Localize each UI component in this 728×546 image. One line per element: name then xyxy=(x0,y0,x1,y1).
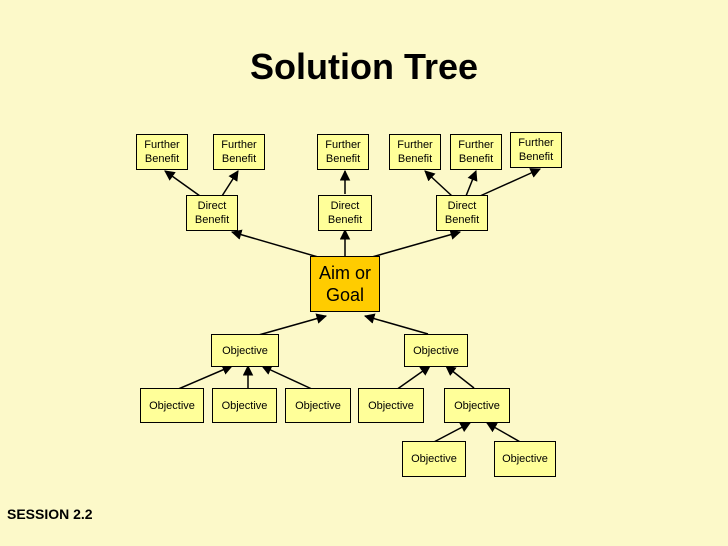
further-benefit-box: Further Benefit xyxy=(136,134,188,170)
further-benefit-box: Further Benefit xyxy=(213,134,265,170)
further-benefit-box: Further Benefit xyxy=(510,132,562,168)
direct-benefit-box: Direct Benefit xyxy=(186,195,238,231)
further-benefit-box: Further Benefit xyxy=(389,134,441,170)
objective-box: Objective xyxy=(402,441,466,477)
arrow-direct-3-to-further-5 xyxy=(465,170,478,197)
arrow-direct-1-to-further-1 xyxy=(164,170,201,197)
arrow-sub-7-to-sub-5 xyxy=(486,422,523,444)
arrow-goal-to-direct-1 xyxy=(230,229,319,258)
arrow-sub-6-to-sub-5 xyxy=(431,422,471,444)
arrow-sub-5-to-objective-right xyxy=(445,365,475,389)
arrow-sub-1-to-objective-left xyxy=(175,364,233,391)
objective-box: Objective xyxy=(358,388,424,423)
arrow-objective-right-to-goal xyxy=(363,313,429,335)
arrow-direct-3-to-further-4 xyxy=(424,170,453,197)
objective-box: Objective xyxy=(211,334,279,367)
arrow-sub-3-to-objective-left xyxy=(261,365,315,391)
objective-box: Objective xyxy=(404,334,468,367)
objective-box: Objective xyxy=(212,388,277,423)
further-benefit-box: Further Benefit xyxy=(450,134,502,170)
arrow-sub-4-to-objective-right xyxy=(395,365,431,391)
objective-box: Objective xyxy=(285,388,351,423)
aim-or-goal-box: Aim or Goal xyxy=(310,256,380,312)
objective-box: Objective xyxy=(444,388,510,423)
arrow-direct-1-to-further-2 xyxy=(221,170,239,197)
direct-benefit-box: Direct Benefit xyxy=(436,195,488,231)
session-label: SESSION 2.2 xyxy=(7,506,93,522)
page-title: Solution Tree xyxy=(249,46,479,87)
further-benefit-box: Further Benefit xyxy=(317,134,369,170)
arrow-goal-to-direct-3 xyxy=(371,229,462,258)
arrow-direct-3-to-further-6 xyxy=(479,168,541,197)
direct-benefit-box: Direct Benefit xyxy=(318,195,372,231)
objective-box: Objective xyxy=(494,441,556,477)
objective-box: Objective xyxy=(140,388,204,423)
